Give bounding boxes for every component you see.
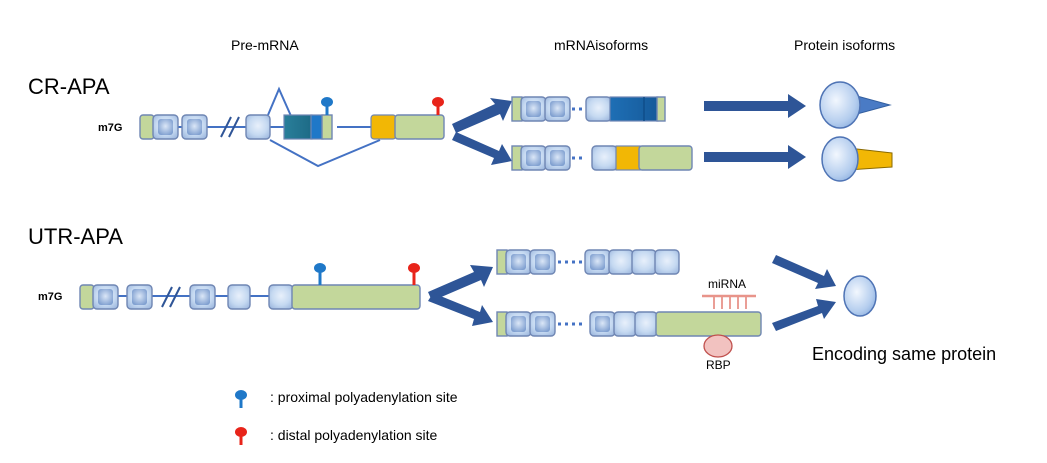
arrow-to-utr-isoform-1 [428, 265, 493, 301]
splice-junction-line [269, 139, 381, 168]
break-mark [169, 286, 181, 308]
utr-segment [655, 311, 762, 337]
legend-proximal-label: : proximal polyadenylation site [270, 389, 458, 405]
header-protein-isoforms: Protein isoforms [794, 37, 895, 53]
protein-same [843, 275, 877, 317]
exon-core [590, 254, 605, 270]
cr-isoform-long [511, 145, 693, 171]
cr-isoform-short [511, 96, 666, 122]
exon-core [195, 289, 210, 305]
cap-label-utr: m7G [38, 291, 62, 303]
encoding-same-protein-label: Encoding same protein [812, 344, 996, 364]
legend: : proximal polyadenylation site : distal… [235, 389, 458, 445]
exon [268, 284, 294, 310]
exon [634, 311, 658, 337]
arrow-to-utr-isoform-2 [428, 293, 493, 326]
break-mark [220, 116, 232, 138]
arrow-to-same-protein-1 [772, 255, 836, 289]
break-mark [228, 116, 240, 138]
exon-core [511, 316, 526, 332]
arrow-to-isoform-1 [452, 98, 512, 133]
splice-junction-line [267, 86, 292, 117]
arrow-to-protein-2 [704, 145, 806, 169]
protein-body [821, 136, 859, 182]
distal-site-marker [432, 97, 444, 107]
proximal-site-marker [321, 97, 333, 107]
exon-core [187, 119, 202, 135]
protein-isoform-2 [821, 136, 893, 182]
exon [227, 284, 251, 310]
cap-label-cr: m7G [98, 122, 122, 134]
exon [654, 249, 680, 275]
break-mark [161, 286, 173, 308]
alternative-exon [609, 96, 659, 122]
arrow-to-isoform-2 [452, 132, 512, 165]
protein-isoform-1 [819, 81, 892, 129]
header-mrna-isoforms: mRNAisoforms [554, 37, 648, 53]
legend-distal-label: : distal polyadenylation site [270, 427, 438, 443]
exon [591, 145, 618, 171]
exon [245, 114, 271, 140]
exon-core [511, 254, 526, 270]
arrow-to-same-protein-2 [772, 299, 836, 331]
rbp: RBP [703, 334, 733, 372]
utr-segment [139, 114, 155, 140]
exon-core [550, 150, 565, 166]
arrow-to-protein-1 [704, 94, 806, 118]
terminal-exon-yellow [615, 145, 641, 171]
terminal-exon-yellow [370, 114, 397, 140]
header-pre-mrna: Pre-mRNA [231, 37, 299, 53]
utr-segment [321, 114, 333, 140]
utr-segment [656, 96, 666, 122]
utr-segment [291, 284, 421, 310]
exon-core [535, 316, 550, 332]
exon-core [132, 289, 147, 305]
utr-segment [638, 145, 693, 171]
section-title-utr-apa: UTR-APA [28, 224, 123, 249]
utr-isoform-short [496, 249, 680, 275]
utr-segment [79, 284, 95, 310]
rbp-shape [703, 334, 733, 358]
exon-core [526, 101, 541, 117]
utr-segment [394, 114, 445, 140]
exon-core [158, 119, 173, 135]
distal-site-marker [408, 263, 420, 273]
proximal-pin-icon [235, 390, 247, 400]
exon-core [535, 254, 550, 270]
proximal-site-marker [314, 263, 326, 273]
exon [585, 96, 612, 122]
mirna-label: miRNA [708, 277, 746, 291]
mirna: miRNA [702, 277, 756, 309]
alternative-exon-end [310, 114, 324, 140]
rbp-label: RBP [706, 358, 731, 372]
protein-body [819, 81, 861, 129]
distal-pin-icon [235, 427, 247, 437]
alternative-exon [283, 114, 313, 140]
utr-isoform-long [496, 311, 762, 337]
exon-core [550, 101, 565, 117]
cr-apa-pre-mrna: m7G [98, 86, 445, 168]
section-title-cr-apa: CR-APA [28, 74, 110, 99]
exon-core [595, 316, 610, 332]
exon [631, 249, 657, 275]
exon-core [98, 289, 113, 305]
exon-core [526, 150, 541, 166]
exon [608, 249, 634, 275]
utr-apa-pre-mrna: m7G [38, 263, 421, 310]
exon [613, 311, 637, 337]
